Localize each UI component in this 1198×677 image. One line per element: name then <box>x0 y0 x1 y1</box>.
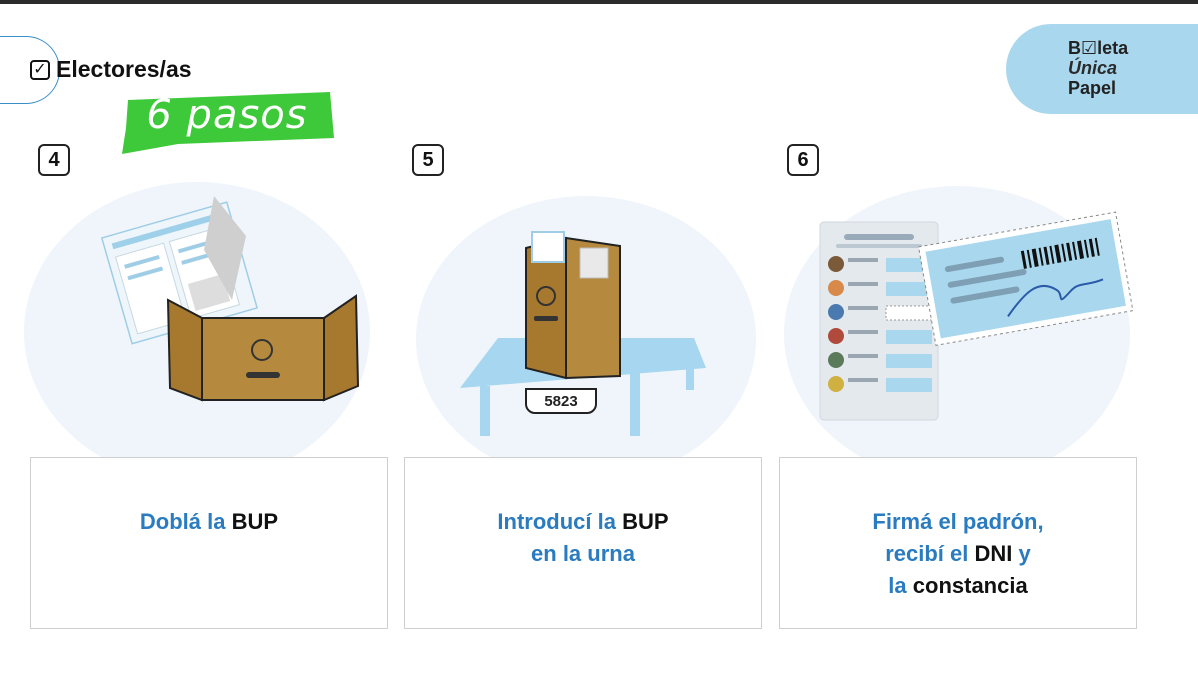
padron-illustration <box>819 211 1134 421</box>
padron-sheet <box>819 221 939 421</box>
ballot-box-number: 5823 <box>544 392 578 410</box>
step-card-5: Introducí la BUP en la urna <box>404 457 762 629</box>
badge-text: 6 pasos <box>146 92 308 138</box>
top-bar <box>0 0 1198 4</box>
signed-receipt <box>917 211 1134 346</box>
step-number-4: 4 <box>38 144 70 176</box>
voter-rows <box>828 256 933 392</box>
step-card-4: Doblá la BUP <box>30 457 388 629</box>
logo-line-3: Papel <box>1068 78 1117 98</box>
signature <box>1007 278 1104 317</box>
boleta-unica-logo: B☑leta Única Papel <box>1006 24 1198 114</box>
step-number-5: 5 <box>412 144 444 176</box>
header-pill-outline <box>0 36 60 104</box>
ballot-box-number-tag: 5823 <box>525 388 597 414</box>
logo-line-1: B☑leta <box>1068 38 1129 58</box>
ballot-box-illustration <box>460 231 706 436</box>
step-6-text: Firmá el padrón, recibí el DNI y la cons… <box>872 509 1044 598</box>
checkbox-icon: ✓ <box>30 59 50 80</box>
cardboard-booth <box>166 294 360 402</box>
header-title: Electores/as <box>56 56 192 82</box>
step-5-text: Introducí la BUP en la urna <box>497 509 669 566</box>
step-4-text: Doblá la BUP <box>139 509 279 534</box>
badge-brush-shape <box>122 92 334 154</box>
ballot-fold <box>204 196 246 300</box>
step-card-6: Firmá el padrón, recibí el DNI y la cons… <box>779 457 1137 629</box>
header: ✓ Electores/as <box>30 56 192 83</box>
ballot-box <box>525 231 621 380</box>
fold-ballot-illustration <box>100 196 360 402</box>
step-number-6: 6 <box>787 144 819 176</box>
steps-badge: 6 pasos <box>118 88 336 156</box>
ballot-in-slot <box>531 231 565 263</box>
box-label <box>579 247 609 279</box>
barcode <box>1020 237 1100 269</box>
logo-line-2: Única <box>1068 58 1118 78</box>
